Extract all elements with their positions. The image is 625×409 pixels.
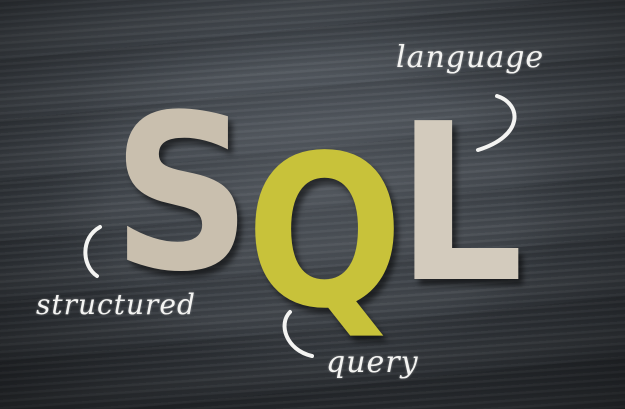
arc-language: [476, 94, 517, 152]
letter-s-block: S: [112, 68, 252, 319]
chalk-word-query: query: [326, 345, 419, 380]
arc-structured: [83, 225, 102, 278]
arc-query: [282, 310, 314, 358]
chalk-word-structured: structured: [36, 288, 196, 321]
letter-l-block: L: [396, 78, 524, 331]
chalk-word-language: language: [396, 40, 545, 75]
letter-q-block: Q: [246, 110, 404, 355]
